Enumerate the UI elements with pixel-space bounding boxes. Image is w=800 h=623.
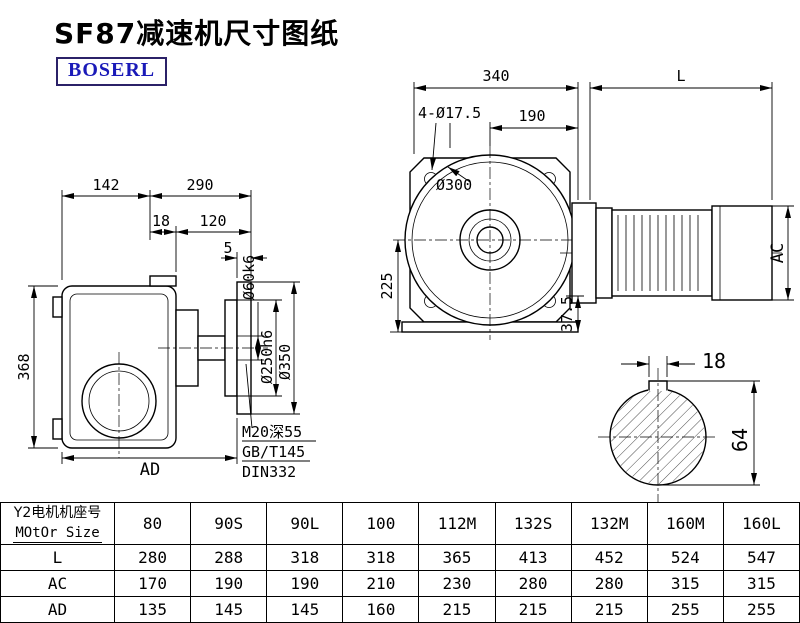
dim-225-label: 225 — [378, 272, 396, 299]
dim-value-cell: 318 — [342, 544, 420, 571]
dim-value-cell: 315 — [646, 570, 724, 597]
motor-size-col-header: 160L — [722, 502, 800, 545]
dim-value-cell: 280 — [570, 570, 648, 597]
dim-value-cell: 170 — [113, 570, 192, 597]
table-row-l: L 280 288 318 318 365 413 452 524 547 — [0, 544, 800, 571]
key-width-label: 18 — [702, 349, 726, 373]
dim-value-cell: 365 — [418, 544, 496, 571]
motor-size-label-en: MOtOr Size — [13, 525, 102, 543]
key-height-label: 64 — [728, 428, 752, 452]
dim-value-cell: 315 — [722, 570, 800, 597]
dim-value-cell: 215 — [494, 596, 572, 623]
keyway-slot — [648, 380, 668, 391]
standard-din-label: DIN332 — [242, 463, 296, 481]
dim-value-cell: 230 — [418, 570, 496, 597]
dim-37-5-label: 37.5 — [558, 296, 576, 332]
dim-value-cell: 210 — [342, 570, 420, 597]
motor-size-col-header: 90L — [266, 502, 344, 545]
dim-18-label: 18 — [152, 212, 170, 230]
dim-value-cell: 160 — [342, 596, 420, 623]
dim-l-label: L — [676, 67, 685, 85]
row-label-ad: AD — [0, 596, 115, 623]
dim-value-cell: 135 — [113, 596, 192, 623]
dim-value-cell: 318 — [266, 544, 344, 571]
motor-size-col-header: 160M — [646, 502, 724, 545]
dim-value-cell: 288 — [190, 544, 268, 571]
motor-size-col-header: 100 — [342, 502, 420, 545]
dim-value-cell: 524 — [646, 544, 724, 571]
dim-142-label: 142 — [92, 176, 119, 194]
dim-340-label: 340 — [482, 67, 509, 85]
sheet-title: SF87减速机尺寸图纸 — [54, 17, 340, 50]
motor-size-header-cell: Y2电机机座号 MOtOr Size — [0, 502, 115, 545]
dim-368-label: 368 — [15, 353, 33, 380]
side-view-dimensions: 368 142 290 18 120 5 — [15, 176, 316, 481]
motor-cooling-fins — [617, 215, 699, 291]
motor-size-col-header: 80 — [113, 502, 192, 545]
technical-drawing: 368 142 290 18 120 5 — [15, 67, 794, 502]
dim-120-label: 120 — [199, 212, 226, 230]
dim-value-cell: 255 — [646, 596, 724, 623]
side-view: 368 142 290 18 120 5 — [15, 176, 316, 481]
dim-190-label: 190 — [518, 107, 545, 125]
motor-dimension-table: Y2电机机座号 MOtOr Size 80 90S 90L 100 112M 1… — [0, 502, 800, 623]
dim-value-cell: 215 — [418, 596, 496, 623]
dim-290-label: 290 — [186, 176, 213, 194]
dim-value-cell: 280 — [113, 544, 192, 571]
row-label-ac: AC — [0, 570, 115, 597]
dim-value-cell: 215 — [570, 596, 648, 623]
motor-size-col-header: 132S — [494, 502, 572, 545]
dim-ac-label: AC — [768, 243, 788, 263]
dim-value-cell: 255 — [722, 596, 800, 623]
brand-badge: BOSERL — [56, 57, 168, 86]
dim-value-cell: 452 — [570, 544, 648, 571]
tap-note-label: M20深55 — [242, 423, 302, 441]
motor-size-col-header: 132M — [570, 502, 648, 545]
motor-size-col-header: 112M — [418, 502, 496, 545]
side-view-centerlines — [118, 347, 268, 458]
boss-diameter-label: Ø300 — [436, 176, 472, 194]
dim-value-cell: 145 — [190, 596, 268, 623]
hub-diameter-label: Ø250h6 — [258, 330, 276, 384]
shaft-section-view: 18 64 — [598, 349, 760, 502]
motor — [571, 202, 773, 304]
dim-value-cell: 547 — [722, 544, 800, 571]
dim-value-cell: 190 — [266, 570, 344, 597]
dim-5-label: 5 — [223, 239, 232, 257]
flange-diameter-label: Ø350 — [276, 344, 294, 380]
row-label-l: L — [0, 544, 115, 571]
table-header-row: Y2电机机座号 MOtOr Size 80 90S 90L 100 112M 1… — [0, 502, 800, 545]
dim-value-cell: 190 — [190, 570, 268, 597]
bolt-holes-label: 4-Ø17.5 — [418, 104, 481, 122]
table-row-ad: AD 135 145 145 160 215 215 215 255 255 — [0, 596, 800, 623]
front-view-dimensions: 340 L 4-Ø17.5 190 Ø300 225 — [378, 67, 794, 333]
shaft-diameter-label: Ø60k6 — [240, 255, 258, 300]
brand-text: BOSERL — [68, 59, 156, 81]
dim-value-cell: 413 — [494, 544, 572, 571]
table-row-ac: AC 170 190 190 210 230 280 280 315 315 — [0, 570, 800, 597]
standard-gb-label: GB/T145 — [242, 443, 305, 461]
dim-value-cell: 145 — [266, 596, 344, 623]
front-view: 340 L 4-Ø17.5 190 Ø300 225 — [378, 67, 794, 340]
gearbox-housing — [52, 275, 177, 449]
motor-size-label-cn: Y2电机机座号 — [13, 505, 102, 521]
dim-value-cell: 280 — [494, 570, 572, 597]
dim-ad-label: AD — [140, 460, 160, 480]
shaft-section-dimensions: 18 64 — [621, 349, 760, 486]
motor-size-col-header: 90S — [190, 502, 268, 545]
